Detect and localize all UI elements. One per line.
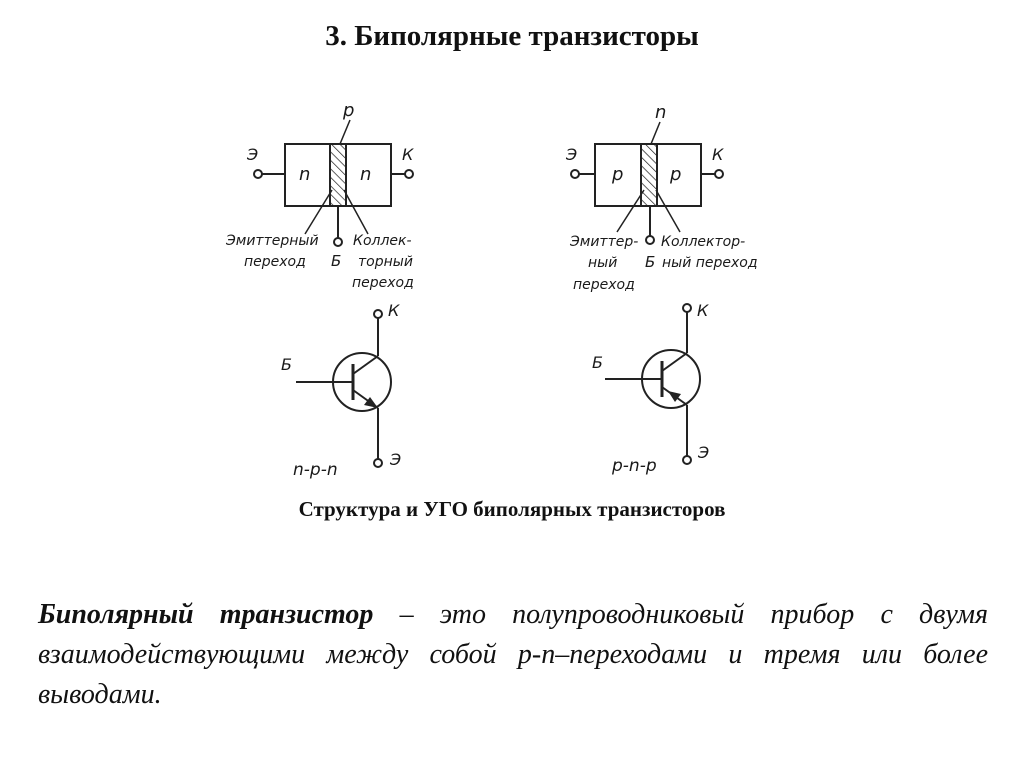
diagram-caption: Структура и УГО биполярных транзисторов bbox=[298, 497, 726, 521]
npn-collector-junction-label-3: переход bbox=[352, 275, 414, 291]
pnp-emitter-junction-pointer bbox=[616, 189, 645, 233]
npn-symbol-emitter-arrow bbox=[364, 397, 378, 408]
npn-symbol-base-label: Б bbox=[281, 355, 292, 374]
pnp-emitter-junction-label-2: ный bbox=[588, 255, 617, 271]
pnp-collector-terminal bbox=[714, 169, 724, 179]
pnp-symbol-collector-terminal bbox=[682, 303, 692, 313]
npn-symbol-labels: Б К Э n-p-n bbox=[281, 301, 401, 480]
definition-body: – это полупроводниковый прибор с двумя в… bbox=[38, 599, 988, 710]
npn-structure-labels: p n n Э К Эмиттерный переход Б Коллек- т… bbox=[225, 100, 414, 291]
npn-symbol bbox=[296, 309, 392, 468]
pnp-emitter-junction-label-3: переход bbox=[573, 277, 635, 293]
npn-type-label: n-p-n bbox=[293, 460, 338, 480]
npn-collector-junction-pointer bbox=[343, 189, 369, 235]
pnp-structure-labels: n p p Э К Эмиттер- ный переход Б Коллект… bbox=[565, 102, 758, 293]
npn-p-label: p bbox=[342, 100, 354, 121]
npn-collector-junction-label-2: торный bbox=[358, 254, 413, 270]
npn-emitter-junction-label-2: переход bbox=[244, 254, 306, 270]
npn-emitter-junction-pointer bbox=[304, 189, 333, 235]
pnp-symbol-emitter-terminal bbox=[682, 455, 692, 465]
npn-right-region-label: n bbox=[360, 164, 371, 185]
pnp-n-pointer bbox=[650, 121, 661, 145]
npn-symbol-collector-terminal bbox=[373, 309, 383, 319]
pnp-emitter-terminal bbox=[570, 169, 580, 179]
pnp-symbol-labels: Б К Э p-n-p bbox=[592, 301, 709, 476]
pnp-collector-junction-label-1: Коллектор- bbox=[661, 234, 745, 250]
pnp-symbol-collector-inner bbox=[661, 352, 688, 372]
pnp-emitter-terminal-label: Э bbox=[565, 145, 577, 164]
npn-symbol-emitter-label: Э bbox=[389, 450, 401, 469]
pnp-symbol-collector-label: К bbox=[697, 301, 709, 320]
pnp-base-terminal-label: Б bbox=[645, 253, 655, 271]
pnp-base-region bbox=[640, 143, 658, 207]
npn-collector-terminal bbox=[404, 169, 414, 179]
pnp-symbol bbox=[605, 303, 701, 465]
npn-base-terminal bbox=[333, 237, 343, 247]
npn-symbol-collector-inner bbox=[352, 355, 379, 375]
pnp-symbol-base-label: Б bbox=[592, 353, 603, 372]
pnp-structure bbox=[570, 121, 724, 245]
npn-emitter-terminal-label: Э bbox=[246, 145, 258, 164]
npn-base-region bbox=[329, 143, 347, 207]
pnp-base-terminal bbox=[645, 235, 655, 245]
pnp-type-label: p-n-p bbox=[611, 456, 657, 476]
definition-paragraph: Биполярный транзистор – это полупроводни… bbox=[38, 595, 988, 715]
pnp-collector-junction-pointer bbox=[655, 189, 681, 233]
pnp-left-region-label: p bbox=[611, 164, 623, 185]
pnp-emitter-junction-label-1: Эмиттер- bbox=[569, 234, 638, 250]
npn-collector-terminal-label: К bbox=[402, 145, 414, 164]
pnp-collector-junction-label-2: ный переход bbox=[662, 255, 758, 271]
pnp-right-region-label: p bbox=[669, 164, 681, 185]
pnp-symbol-emitter-label: Э bbox=[697, 443, 709, 462]
npn-symbol-collector-label: К bbox=[388, 301, 400, 320]
pnp-collector-terminal-label: К bbox=[712, 145, 724, 164]
pnp-symbol-emitter-arrow bbox=[668, 391, 681, 402]
npn-left-region-label: n bbox=[299, 164, 310, 185]
npn-p-pointer bbox=[339, 119, 351, 145]
definition-term: Биполярный транзистор bbox=[38, 599, 374, 630]
slide-title: 3. Биполярные транзисторы bbox=[325, 20, 699, 52]
pnp-n-label: n bbox=[655, 102, 666, 123]
npn-base-terminal-label: Б bbox=[331, 252, 341, 270]
npn-emitter-terminal bbox=[253, 169, 263, 179]
npn-symbol-emitter-terminal bbox=[373, 458, 383, 468]
npn-collector-junction-label-1: Коллек- bbox=[353, 233, 412, 249]
npn-emitter-junction-label-1: Эмиттерный bbox=[225, 233, 319, 249]
npn-structure bbox=[253, 119, 414, 247]
